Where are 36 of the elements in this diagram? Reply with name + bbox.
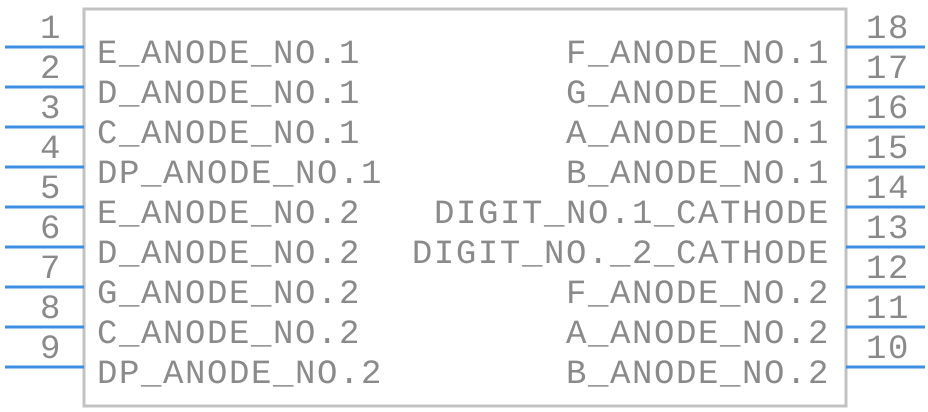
pin-name: F_ANODE_NO.1 bbox=[566, 38, 830, 72]
pin-name: DP_ANODE_NO.2 bbox=[97, 358, 384, 392]
pin-name: E_ANODE_NO.1 bbox=[97, 38, 362, 72]
pin-number: 14 bbox=[866, 173, 910, 207]
pin-number: 10 bbox=[866, 333, 910, 367]
pin-name: D_ANODE_NO.1 bbox=[97, 78, 362, 112]
pin-number: 8 bbox=[40, 293, 62, 327]
pin-name: A_ANODE_NO.1 bbox=[566, 118, 830, 152]
pin-name: DIGIT_NO.1_CATHODE bbox=[434, 198, 830, 232]
pin-name: C_ANODE_NO.1 bbox=[97, 118, 362, 152]
pin-number: 5 bbox=[40, 173, 62, 207]
pin-number: 2 bbox=[40, 53, 62, 87]
pin-name: DP_ANODE_NO.1 bbox=[97, 158, 384, 192]
pin-name: D_ANODE_NO.2 bbox=[97, 238, 362, 272]
pin-name: B_ANODE_NO.2 bbox=[566, 358, 830, 392]
pin-name: G_ANODE_NO.2 bbox=[97, 278, 362, 312]
pin-number: 7 bbox=[40, 253, 62, 287]
pin-name: C_ANODE_NO.2 bbox=[97, 318, 362, 352]
pin-number: 15 bbox=[866, 133, 910, 167]
pin-name: E_ANODE_NO.2 bbox=[97, 198, 362, 232]
pin-number: 13 bbox=[866, 213, 910, 247]
pin-number: 16 bbox=[866, 93, 910, 127]
pin-number: 6 bbox=[40, 213, 62, 247]
pin-number: 3 bbox=[40, 93, 62, 127]
pin-number: 11 bbox=[866, 293, 910, 327]
pin-number: 1 bbox=[40, 13, 62, 47]
pin-name: F_ANODE_NO.2 bbox=[566, 278, 830, 312]
pin-name: A_ANODE_NO.2 bbox=[566, 318, 830, 352]
pin-number: 12 bbox=[866, 253, 910, 287]
pin-number: 9 bbox=[40, 333, 62, 367]
pin-number: 17 bbox=[866, 53, 910, 87]
pin-name: G_ANODE_NO.1 bbox=[566, 78, 830, 112]
pin-number: 4 bbox=[40, 133, 62, 167]
pin-name: B_ANODE_NO.1 bbox=[566, 158, 830, 192]
pin-number: 18 bbox=[866, 13, 910, 47]
pin-name: DIGIT_NO._2_CATHODE bbox=[412, 238, 830, 272]
